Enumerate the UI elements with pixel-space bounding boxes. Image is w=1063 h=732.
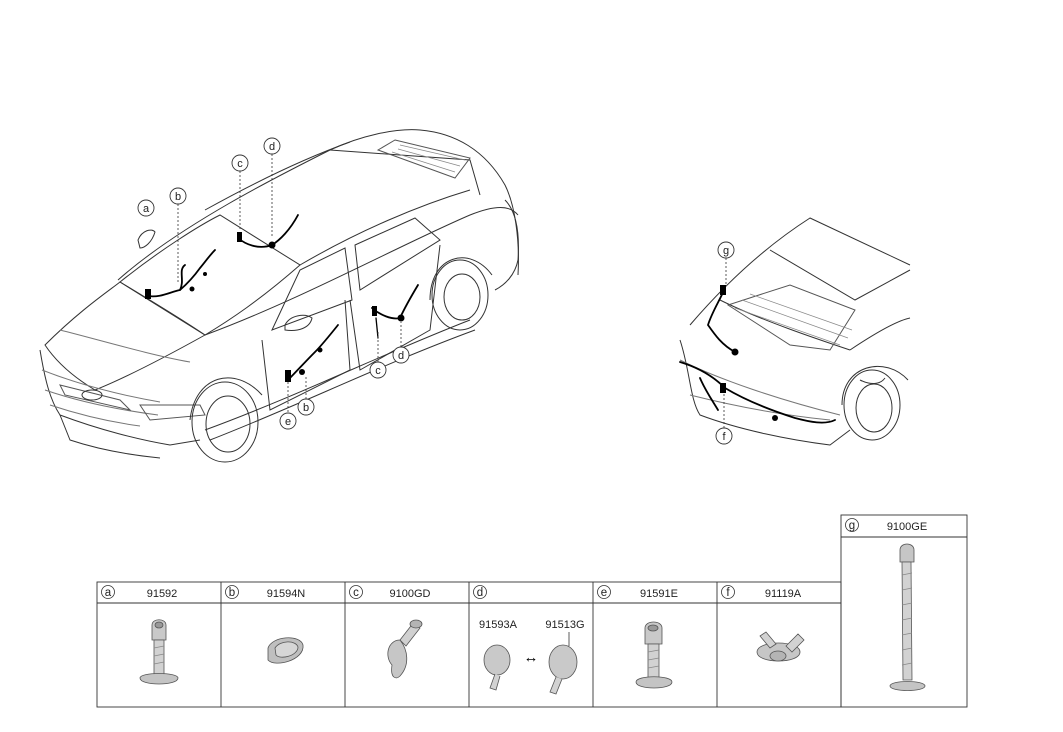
svg-text:f: f (726, 587, 730, 599)
front-callout-a: a (137, 199, 155, 217)
cell-f-header: f 91119A (721, 585, 802, 600)
front-car-illustration (39, 129, 519, 463)
front-callout-b-top: b (169, 187, 187, 205)
part-number-b: 91594N (267, 588, 306, 600)
svg-text:c: c (237, 158, 243, 170)
cell-e-header: e 91591E (597, 585, 678, 600)
rear-callout-leaders (723, 258, 727, 428)
front-callout-c-bottom: c (369, 361, 387, 379)
grommet-a-illustration (139, 619, 179, 685)
svg-text:d: d (398, 350, 404, 362)
svg-text:b: b (229, 587, 235, 599)
svg-text:c: c (375, 365, 381, 377)
part-number-c: 9100GD (390, 588, 431, 600)
cell-d-header: d 91593A 91513G ↔ (473, 585, 585, 666)
svg-text:e: e (601, 587, 607, 599)
rear-car-illustration (679, 217, 911, 446)
grommet-d2-illustration (548, 632, 578, 695)
cell-c-header: c 9100GD (349, 585, 431, 600)
svg-text:d: d (269, 141, 275, 153)
rear-callout-g: g (717, 241, 735, 259)
svg-text:b: b (303, 402, 309, 414)
front-callout-b-bottom: b (297, 398, 315, 416)
parts-table (96, 514, 968, 708)
front-wiring-harness (147, 214, 419, 381)
part-number-d2: 91513G (545, 619, 584, 631)
svg-text:g: g (849, 520, 855, 532)
front-connectors (145, 232, 405, 382)
part-number-d1: 91593A (479, 619, 518, 631)
svg-text:a: a (143, 203, 150, 215)
svg-text:b: b (175, 191, 181, 203)
part-number-f: 91119A (765, 588, 802, 600)
front-callout-e: e (279, 412, 297, 430)
front-callout-c-top: c (231, 154, 249, 172)
grommet-f-illustration (756, 631, 805, 662)
swap-arrow-icon: ↔ (524, 649, 539, 666)
part-number-e: 91591E (640, 588, 678, 600)
grommet-g-illustration (889, 543, 926, 691)
svg-text:g: g (723, 245, 729, 257)
grommet-b-illustration (267, 637, 304, 664)
grommet-d1-illustration (483, 644, 511, 691)
rear-callout-f: f (715, 427, 733, 445)
grommet-e-illustration (635, 621, 673, 689)
rear-connectors (720, 285, 778, 421)
grommet-c-illustration (387, 619, 423, 679)
front-callout-leaders (177, 154, 402, 412)
svg-text:e: e (285, 416, 291, 428)
part-number-g: 9100GE (887, 521, 927, 533)
cell-g-header: g 9100GE (845, 518, 927, 533)
front-callout-d-bottom: d (392, 346, 410, 364)
svg-text:a: a (105, 587, 112, 599)
svg-text:f: f (722, 431, 726, 443)
svg-text:c: c (353, 587, 359, 599)
svg-text:d: d (477, 587, 483, 599)
cell-a-header: a 91592 (101, 585, 178, 600)
rear-wiring-harness (679, 289, 836, 424)
front-callout-d-top: d (263, 137, 281, 155)
cell-b-header: b 91594N (225, 585, 306, 600)
part-number-a: 91592 (147, 588, 178, 600)
